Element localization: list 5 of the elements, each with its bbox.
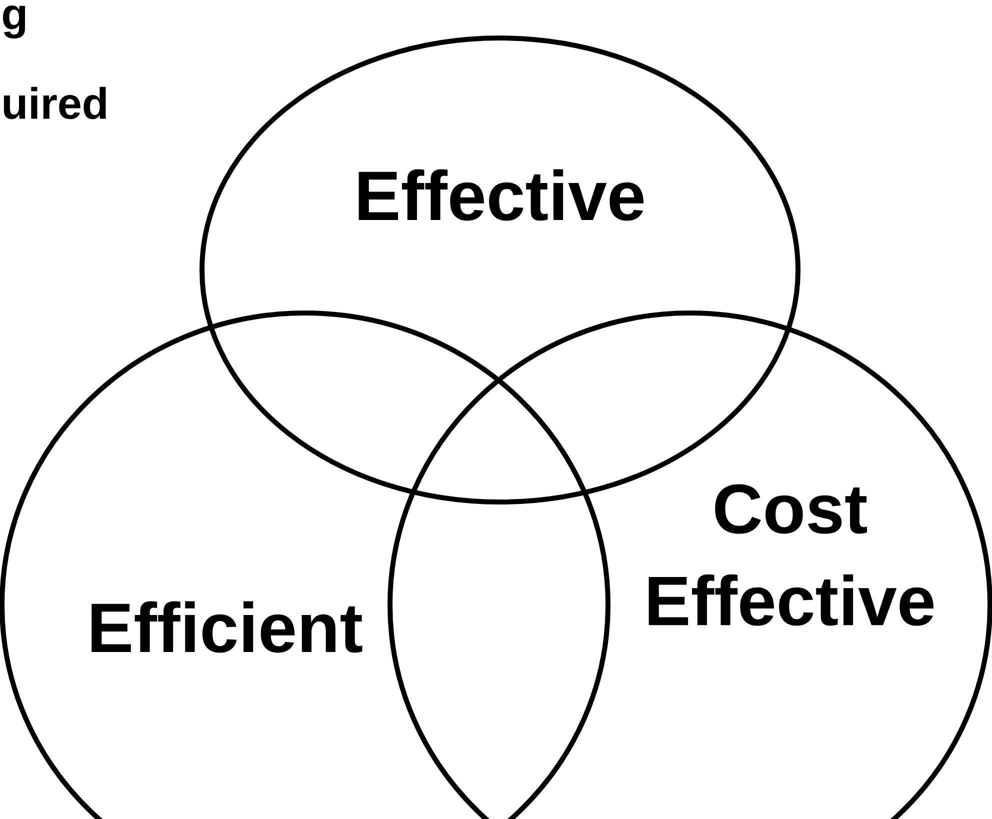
ellipse-label: Effective	[358, 169, 644, 221]
text-fragment: uired	[4, 86, 106, 120]
ellipse-label: Cost Effective	[648, 484, 934, 626]
ellipse-label: Efficient	[92, 601, 362, 653]
text-fragment: g	[3, 5, 26, 38]
